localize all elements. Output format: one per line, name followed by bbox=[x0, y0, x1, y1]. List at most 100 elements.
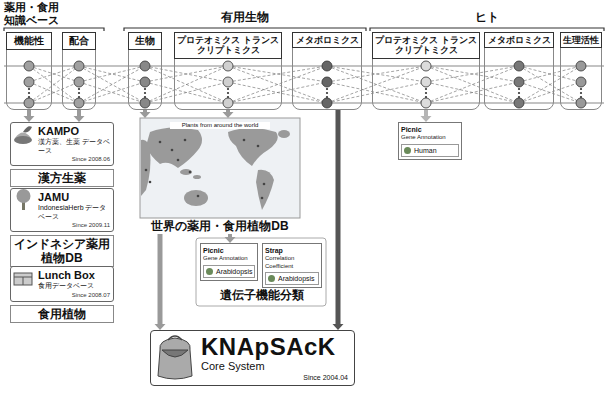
organism-icon bbox=[206, 268, 213, 275]
logo-frame: JAMUIndonesiaHerb データベースSince 2009.11 bbox=[10, 188, 114, 232]
element-node bbox=[576, 98, 586, 108]
omics-column: 生物 bbox=[128, 32, 162, 110]
network-line bbox=[426, 82, 519, 103]
ellipsis-dot bbox=[144, 88, 146, 90]
network-line bbox=[145, 66, 228, 82]
logo-text: Lunch Box bbox=[38, 269, 110, 282]
system-text: KNApSAcK bbox=[201, 334, 348, 360]
network-line bbox=[29, 66, 79, 82]
network-line bbox=[426, 66, 519, 103]
network-line bbox=[519, 82, 581, 103]
ellipsis-dot bbox=[28, 92, 30, 94]
logo-text: Since 2008.07 bbox=[38, 291, 110, 299]
ellipsis-dot bbox=[144, 96, 146, 98]
arrow-shaft bbox=[158, 234, 163, 324]
database-logo: KAMPO漢方薬、生薬 データベースSince 2008.06 漢方生薬 bbox=[10, 122, 114, 187]
world-map-db: 世界の薬用・食用植物DB bbox=[140, 118, 300, 234]
tool-box: PicnicGene AnnotationArabidopsis bbox=[200, 243, 258, 281]
jamu-icon bbox=[17, 189, 31, 210]
element-node bbox=[74, 98, 84, 108]
network-line bbox=[426, 66, 519, 103]
omics-column: 機能性 bbox=[6, 32, 52, 110]
organism-name: Human bbox=[414, 146, 437, 155]
element-node bbox=[74, 61, 84, 71]
element-node bbox=[576, 77, 586, 87]
database-caption: 漢方生薬 bbox=[10, 169, 114, 187]
tool-name: Picnic bbox=[203, 246, 255, 255]
network-line bbox=[327, 66, 426, 82]
element-node bbox=[140, 98, 150, 108]
ellipsis-dot bbox=[518, 92, 520, 94]
ellipsis-dot bbox=[326, 96, 328, 98]
database-caption: インドネシア薬用植物DB bbox=[10, 235, 114, 267]
element-node bbox=[322, 77, 332, 87]
element-node bbox=[24, 77, 34, 87]
arrow-head bbox=[140, 112, 151, 118]
system-text: Since 2004.04 bbox=[201, 373, 348, 382]
tool-subtitle: Gene Annotation bbox=[401, 134, 459, 142]
element-node bbox=[514, 77, 524, 87]
element-node bbox=[74, 77, 84, 87]
arrow bbox=[223, 110, 234, 118]
omics-column: プロテオミクス トランスクリプトミクス bbox=[174, 32, 282, 110]
network-line bbox=[29, 66, 79, 82]
element-node bbox=[514, 98, 524, 108]
group-heading: 有用生物 bbox=[205, 10, 285, 24]
arrow bbox=[24, 110, 35, 122]
logo-text: Since 2008.06 bbox=[38, 155, 110, 163]
ellipsis-dot bbox=[580, 88, 582, 90]
element-node bbox=[24, 98, 34, 108]
network-line bbox=[145, 66, 228, 82]
column-heading: プロテオミクス トランスクリプトミクス bbox=[174, 32, 282, 59]
network-line bbox=[228, 66, 327, 82]
element-node bbox=[223, 77, 233, 87]
group-heading: 薬用・食用 知識ベース bbox=[4, 1, 68, 27]
element-node bbox=[223, 61, 233, 71]
element-node bbox=[24, 61, 34, 71]
arrow-shaft bbox=[143, 110, 147, 112]
knapsack-icon bbox=[158, 336, 192, 379]
ellipsis-dot bbox=[518, 88, 520, 90]
arrow-shaft bbox=[424, 110, 428, 116]
column-heading: 機能性 bbox=[6, 32, 52, 50]
organism-tag: Arabidopsis bbox=[265, 272, 319, 285]
omics-column: 生理活性 bbox=[560, 32, 602, 110]
element-node bbox=[421, 61, 431, 71]
arrow-shaft bbox=[228, 234, 232, 237]
database-caption: 食用植物 bbox=[10, 305, 114, 323]
network-line bbox=[145, 82, 228, 103]
ellipsis-dot bbox=[227, 96, 229, 98]
omics-column: メタボロミクス bbox=[484, 32, 554, 110]
tool-subtitle: Correlation Coefficient bbox=[265, 255, 319, 270]
ellipsis-dot bbox=[580, 96, 582, 98]
organism-icon bbox=[268, 275, 275, 282]
network-line bbox=[426, 82, 519, 103]
arrow bbox=[225, 234, 236, 243]
column-heading: メタボロミクス bbox=[292, 32, 362, 48]
organism-icon bbox=[404, 147, 411, 154]
network-line bbox=[519, 82, 581, 103]
ellipsis-dot bbox=[78, 96, 80, 98]
system-text: Core System bbox=[201, 360, 348, 373]
ellipsis-dot bbox=[580, 92, 582, 94]
group-bracket bbox=[4, 28, 604, 31]
network-line bbox=[426, 66, 519, 82]
arrow-shaft bbox=[226, 110, 230, 112]
network-line bbox=[79, 66, 145, 82]
column-heading: 生物 bbox=[128, 32, 162, 50]
tool-subtitle: Gene Annotation bbox=[203, 255, 255, 263]
network-line bbox=[519, 66, 581, 82]
arrow bbox=[421, 110, 432, 122]
network-line bbox=[29, 82, 79, 103]
network-line bbox=[79, 82, 145, 103]
omics-column: 配合 bbox=[62, 32, 96, 110]
element-node bbox=[140, 61, 150, 71]
network-line bbox=[228, 82, 327, 103]
network bbox=[4, 61, 604, 108]
network-line bbox=[519, 66, 581, 103]
tool-box: PicnicGene AnnotationHuman bbox=[398, 122, 462, 160]
logo-frame: KAMPO漢方薬、生薬 データベースSince 2008.06 bbox=[10, 122, 114, 166]
network-line bbox=[145, 66, 228, 103]
network-line bbox=[519, 66, 581, 103]
map-caption: 世界の薬用・食用植物DB bbox=[140, 219, 300, 234]
